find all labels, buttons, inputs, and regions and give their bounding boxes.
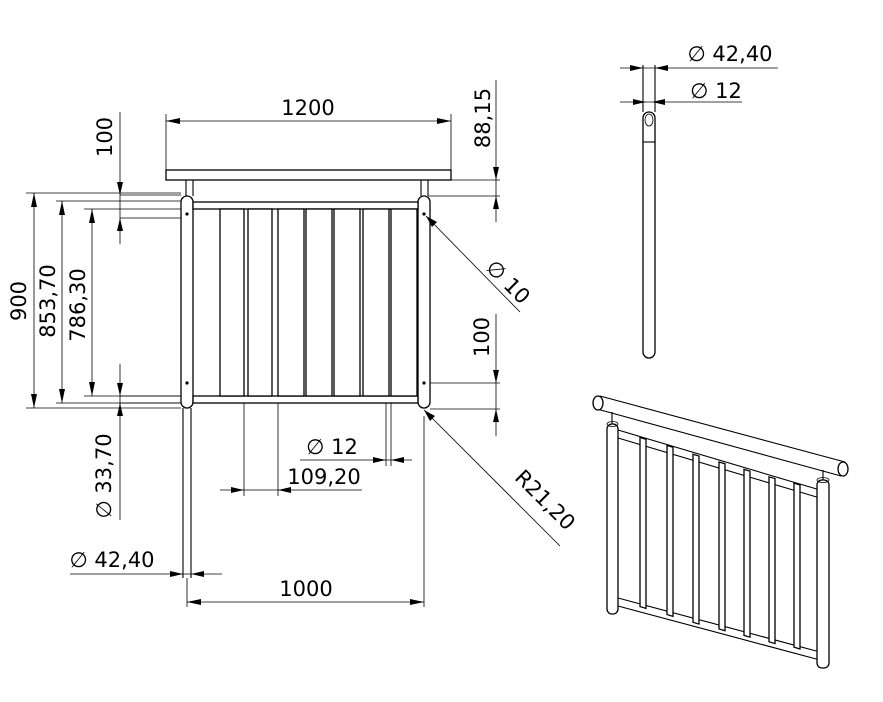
- dim-786-30: 786,30: [66, 208, 181, 397]
- dim-42-40-front: ∅ 42,40: [69, 548, 222, 577]
- iso-post-left: [606, 423, 619, 615]
- dim-label-33-70: ∅ 33,70: [92, 433, 116, 518]
- dim-label-1200: 1200: [281, 96, 334, 120]
- bottom-rail: [192, 395, 419, 404]
- dim-label-109-20: 109,20: [287, 465, 360, 489]
- dim-r21-20-leader: R21,20: [423, 409, 580, 547]
- dim-12-front: ∅ 12: [300, 403, 412, 466]
- dim-label-r21-20: R21,20: [510, 465, 580, 535]
- dim-label-bottom-100: 100: [470, 317, 494, 357]
- balusters: [219, 208, 418, 397]
- dim-88-15: 88,15: [428, 80, 500, 222]
- top-rail: [192, 201, 419, 210]
- dim-label-12-side: ∅ 12: [690, 79, 742, 103]
- post-right: [417, 195, 431, 409]
- dim-42-40-side: ∅ 42,40: [620, 42, 778, 71]
- side-view: ∅ 42,40 ∅ 12: [620, 42, 778, 359]
- dim-label-1000: 1000: [279, 577, 332, 601]
- post-left: [180, 195, 194, 578]
- dim-1000: 1000: [186, 416, 425, 607]
- handrail: [165, 169, 452, 181]
- dim-label-900: 900: [7, 281, 31, 321]
- dim-label-12-front: ∅ 12: [306, 435, 358, 459]
- isometric-view: [592, 395, 849, 669]
- iso-handrail: [592, 395, 849, 480]
- side-post: [642, 111, 656, 359]
- dim-900: 900: [7, 192, 181, 409]
- dim-1200: 1200: [165, 96, 452, 170]
- front-view: 1200 88,15 100 900: [7, 80, 580, 607]
- iso-top-rail: [617, 429, 821, 491]
- dim-label-853-70: 853,70: [36, 264, 60, 337]
- dim-10-leader: ∅ 10: [425, 215, 535, 313]
- dim-label-42-40-front: ∅ 42,40: [69, 548, 154, 572]
- dim-33-70: ∅ 33,70: [92, 364, 181, 520]
- dim-bottom-100: 100: [430, 314, 500, 436]
- iso-post-right: [816, 479, 830, 669]
- dim-12-side: ∅ 12: [620, 79, 742, 105]
- dim-label-88-15: 88,15: [471, 88, 495, 148]
- dim-109-20: 109,20: [220, 403, 362, 496]
- dim-label-42-40-side: ∅ 42,40: [687, 42, 772, 66]
- dim-853-70: 853,70: [36, 200, 181, 404]
- iso-balusters: [639, 436, 801, 650]
- dim-label-10: ∅ 10: [481, 255, 535, 309]
- dim-label-786-30: 786,30: [66, 268, 90, 341]
- dim-top-100: 100: [93, 112, 181, 244]
- dim-label-top-100: 100: [93, 117, 117, 157]
